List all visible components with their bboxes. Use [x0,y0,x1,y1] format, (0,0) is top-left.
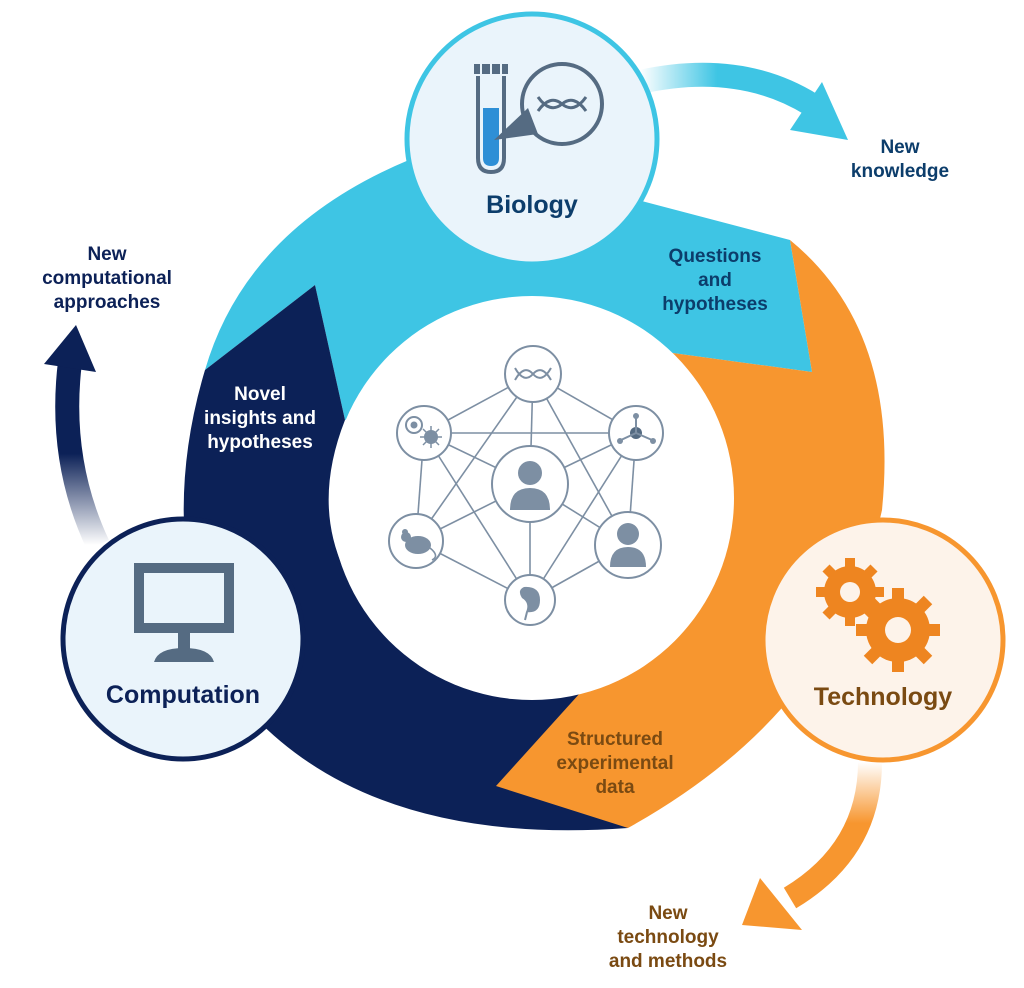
arrow-new-computational [44,325,109,551]
person-icon [594,511,662,579]
computation-node [60,516,306,762]
technology-title: Technology [813,683,953,711]
dna-icon [504,345,562,403]
kidney-icon [504,574,556,626]
gears-icon [816,558,940,672]
new-technology-label: New technology and methods [608,903,728,972]
person-icon [491,445,569,523]
insights-label: Novel insights and hypotheses [204,384,316,453]
structured-data-label: Structured experimental data [556,729,674,798]
new-knowledge-label: New knowledge [850,137,950,182]
monitor-icon [134,563,234,662]
dna-test-tube-icon [474,62,604,175]
mouse-icon [388,513,444,569]
computation-title: Computation [105,681,261,709]
arrow-new-technology [742,761,882,930]
arrow-new-knowledge [637,62,848,140]
new-computational-label: New computational approaches [42,244,172,313]
technology-node [760,517,1006,763]
bacteria-cell-icon [396,405,452,461]
molecule-icon [608,405,664,461]
ring-segment-questions [205,148,812,420]
biology-title: Biology [486,191,578,219]
questions-label: Questions and hypotheses [662,246,768,315]
biology-node [404,11,660,267]
